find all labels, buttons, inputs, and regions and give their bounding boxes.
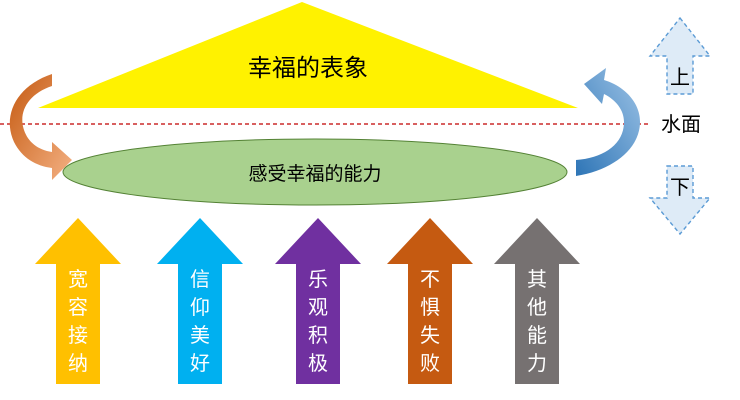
happiness-ability-ellipse: [62, 138, 568, 206]
pillar-arrow-shape: [157, 218, 243, 384]
pillar-arrow: 乐观积极: [275, 218, 361, 384]
up-arrow-icon: 上: [648, 16, 712, 95]
right-curved-arrow-icon: [576, 68, 640, 176]
pillar-arrow-shape: [35, 218, 121, 384]
down-arrow-label: 下: [670, 175, 690, 199]
triangle-label: 幸福的表象: [248, 54, 368, 82]
pillar-label: 乐观积极: [308, 267, 328, 375]
happiness-appearance-triangle: [38, 2, 578, 108]
pillar-arrow: 不惧失败: [387, 218, 473, 384]
pillar-label: 其他能力: [527, 267, 547, 375]
pillar-label: 宽容接纳: [68, 267, 88, 375]
pillar-arrow: 其他能力: [494, 218, 580, 384]
left-curved-arrow-icon: [9, 74, 72, 180]
pillar-label: 不惧失败: [420, 267, 440, 375]
pillar-arrow-shape: [494, 218, 580, 384]
ability-pillars: 宽容接纳 信仰美好 乐观积极 不惧失败 其他能力: [35, 218, 580, 384]
down-arrow-icon: 下: [648, 165, 712, 236]
pillar-arrow: 宽容接纳: [35, 218, 121, 384]
ellipse-label: 感受幸福的能力: [248, 163, 381, 185]
pillar-label: 信仰美好: [190, 267, 210, 375]
pillar-arrow: 信仰美好: [157, 218, 243, 384]
up-arrow-label: 上: [670, 65, 690, 89]
pillar-arrow-shape: [387, 218, 473, 384]
water-surface-label: 水面: [661, 112, 701, 136]
pillar-arrow-shape: [275, 218, 361, 384]
